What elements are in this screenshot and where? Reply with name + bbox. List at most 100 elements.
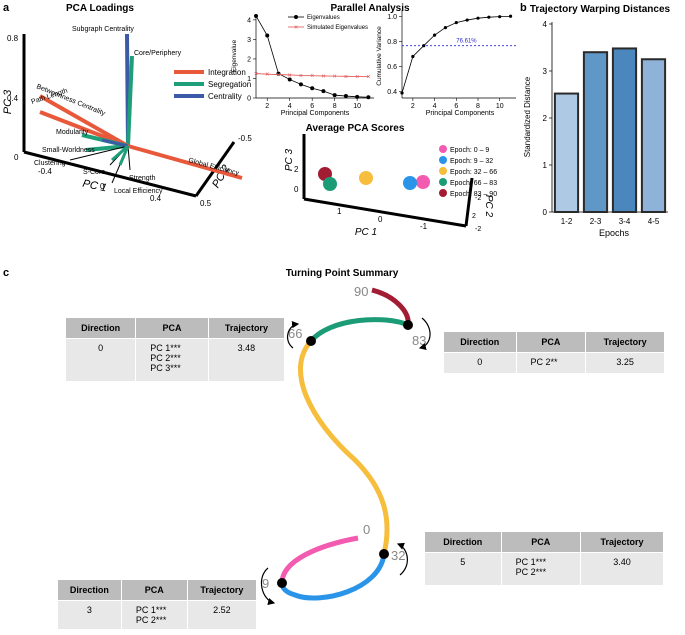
table-pca-value: PC 1*** xyxy=(150,343,181,353)
cumvar-line xyxy=(401,15,511,94)
turning-table-9: Direction PCA Trajectory 3 PC 1*** PC 2*… xyxy=(58,580,256,629)
loading-label-s-core: S-Core xyxy=(83,169,105,176)
eigen-point xyxy=(321,89,326,94)
loading-betweenness xyxy=(39,94,129,148)
table-header-pca: PCA xyxy=(121,580,188,601)
table-header-trajectory: Trajectory xyxy=(585,332,664,353)
loading-mix-2 xyxy=(111,144,129,162)
cumvar-ylabel: Cumulative Variance xyxy=(376,26,383,86)
avg-legend-marker-2 xyxy=(439,167,447,175)
cumvar-xtick-label: 6 xyxy=(454,103,458,110)
pca-loadings-title: PCA Loadings xyxy=(66,3,134,14)
table-pca-value: PC 2** xyxy=(530,357,558,367)
avg-legend-marker-0 xyxy=(439,145,447,153)
cumulative-variance-plot: Cumulative Variance Principal Components… xyxy=(376,10,516,117)
eigen-xtick-label: 6 xyxy=(310,103,314,110)
table-direction-value: 0 xyxy=(444,352,517,373)
eigen-ylabel: Eigenvalue xyxy=(231,40,238,73)
warping-title: Trajectory Warping Distances xyxy=(530,4,671,15)
avg-score-point-epoch-66-83 xyxy=(323,177,337,191)
simulated-eigen-point: × xyxy=(299,73,303,80)
average-pca-scores-chart: Average PCA Scores PC 3 PC 1 PC 2 2 0 1 … xyxy=(284,123,497,238)
eigen-ytick-label: 3 xyxy=(247,37,251,44)
turning-point-chart: Turning Point Summary 90 66 83 0 32 9 xyxy=(260,268,431,606)
cumvar-point xyxy=(487,15,491,19)
epoch-label-66: 66 xyxy=(288,326,302,341)
table-pca-values: PC 1*** PC 2*** xyxy=(121,600,188,629)
eigen-point xyxy=(287,77,292,82)
cumvar-point xyxy=(443,26,448,30)
cumvar-point xyxy=(422,44,426,48)
cumvar-ytick-label: 1.0 xyxy=(387,14,397,21)
avg-scores-tick-y-2: -2 xyxy=(475,226,481,233)
pca-loadings-tick-y-0: 0.5 xyxy=(200,199,212,208)
rotation-arrow-9 xyxy=(260,567,276,606)
turning-point-9 xyxy=(277,578,287,588)
warping-xtick-label: 4-5 xyxy=(648,217,660,226)
parallel-analysis-title: Parallel Analysis xyxy=(330,3,410,14)
eigen-point xyxy=(265,33,270,38)
pca-loadings-tick-z-2: 0 xyxy=(14,153,19,162)
eigen-ytick-label: 1 xyxy=(247,76,251,83)
turning-table-32: Direction PCA Trajectory 5 PC 1*** PC 2*… xyxy=(425,532,663,585)
avg-scores-tick-y-1: 2 xyxy=(472,213,476,220)
cumvar-ytick-label: 0.4 xyxy=(387,89,397,96)
avg-scores-tick-x-0: 1 xyxy=(337,207,342,216)
pca-loadings-tick-x-2: 0.4 xyxy=(150,194,162,203)
avg-legend-label-1: Epoch: 9 – 32 xyxy=(450,158,493,165)
avg-scores-axis-y xyxy=(464,177,474,227)
warping-ytick-label: 0 xyxy=(543,208,548,217)
rotation-arrow-66 xyxy=(286,321,300,349)
avg-scores-tick-x-1: 0 xyxy=(378,215,383,224)
pca-loadings-tick-z-0: 0.8 xyxy=(7,34,19,43)
warping-xtick-label: 3-4 xyxy=(619,217,631,226)
table-pca-values: PC 2** xyxy=(516,352,587,373)
loading-strength xyxy=(127,145,131,171)
table-header-direction: Direction xyxy=(444,332,517,353)
eigen-legend-marker-simulated: × xyxy=(294,25,298,32)
simulated-eigen-point: × xyxy=(344,74,348,81)
loading-label-strength: Strength xyxy=(129,175,156,182)
legend-label-integration: Integration xyxy=(208,68,246,77)
table-pca-value: PC 2*** xyxy=(515,567,547,577)
eigen-ytick-label: 2 xyxy=(247,56,251,63)
eigen-point xyxy=(343,94,348,99)
avg-score-point-epoch-32-66 xyxy=(359,171,373,185)
trajectory-segment-0-9 xyxy=(279,535,359,584)
simulated-eigen-point: × xyxy=(276,72,280,79)
warping-xtick-label: 2-3 xyxy=(590,217,602,226)
cumvar-point xyxy=(432,33,437,37)
turning-table-66: Direction PCA Trajectory 0 PC 1*** PC 2*… xyxy=(66,318,284,381)
eigen-xtick-label: 2 xyxy=(265,103,269,110)
warping-bar-4-5 xyxy=(640,58,667,213)
eigen-legend-label-eigenvalues: Eigenvalues xyxy=(307,15,340,21)
warping-ylabel: Standardized Distance xyxy=(523,76,532,157)
avg-scores-tick-y-0: -2 xyxy=(475,195,481,202)
avg-scores-legend: Epoch: 0 – 9 Epoch: 9 – 32 Epoch: 32 – 6… xyxy=(439,145,497,198)
simulated-eigen-point: × xyxy=(265,72,269,79)
epoch-label-9: 9 xyxy=(262,576,269,591)
turning-point-title: Turning Point Summary xyxy=(286,268,399,279)
avg-scores-tick-x-2: -1 xyxy=(420,222,428,231)
avg-scores-axis-label-x: PC 1 xyxy=(355,227,377,238)
table-header-pca: PCA xyxy=(516,332,587,353)
loading-mix-1 xyxy=(101,138,129,148)
table-pca-values: PC 1*** PC 2*** xyxy=(501,552,581,585)
warping-bar-1-2 xyxy=(553,92,580,213)
avg-legend-label-4: Epoch: 83 – 90 xyxy=(450,191,497,198)
table-trajectory-value: 3.25 xyxy=(616,357,634,367)
cumvar-ytick-label: 0.6 xyxy=(387,64,397,71)
pca-loadings-tick-x-1: 0 xyxy=(100,182,105,191)
eigen-xtick-label: 4 xyxy=(288,103,292,110)
table-header-pca: PCA xyxy=(501,532,581,553)
eigen-point xyxy=(298,82,303,87)
avg-legend-label-2: Epoch: 32 – 66 xyxy=(450,169,497,176)
avg-legend-label-3: Epoch: 66 – 83 xyxy=(450,180,497,187)
legend-label-centrality: Centrality xyxy=(208,92,242,101)
table-trajectory-value: 3.48 xyxy=(237,343,256,353)
loading-clustering xyxy=(69,145,129,161)
simulated-eigen-point: × xyxy=(288,72,292,79)
panel-label-c: c xyxy=(3,267,9,279)
simulated-eigen-line xyxy=(255,73,369,78)
loading-label-small-worldness: Small-Worldness xyxy=(42,147,95,154)
